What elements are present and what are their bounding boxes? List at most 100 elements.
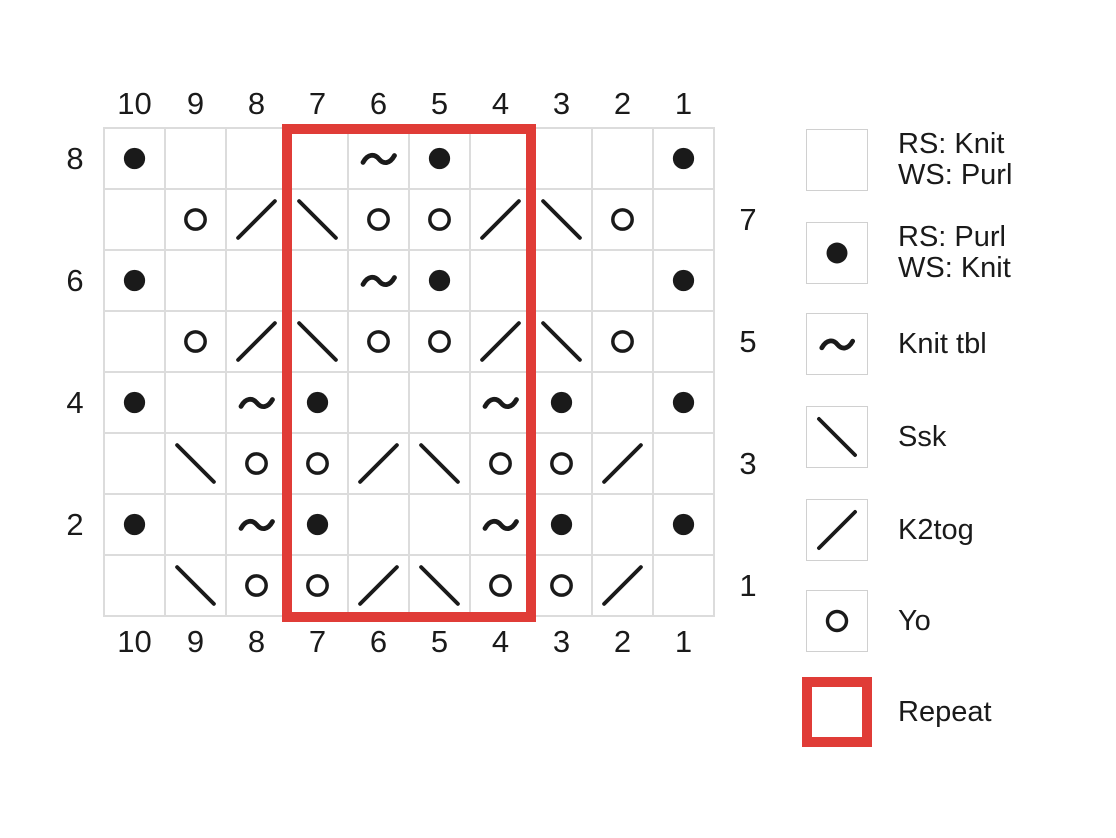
column-number: 4 bbox=[491, 86, 510, 121]
stitch-cell bbox=[349, 495, 408, 554]
column-number: 10 bbox=[117, 624, 152, 659]
stitch-cell bbox=[654, 312, 713, 371]
row-number: 2 bbox=[66, 507, 84, 542]
ssk-icon bbox=[541, 321, 582, 362]
stitch-cell bbox=[471, 190, 530, 249]
ssk-icon bbox=[419, 565, 460, 606]
stitch-cell bbox=[532, 556, 591, 615]
purl-icon bbox=[306, 391, 329, 414]
legend-label-line: RS: Knit bbox=[898, 128, 1005, 160]
ssk-icon bbox=[419, 443, 460, 484]
stitch-cell bbox=[227, 190, 286, 249]
stitch-cell bbox=[349, 190, 408, 249]
ssk-icon bbox=[175, 565, 216, 606]
row-number: 8 bbox=[66, 141, 84, 176]
k2tog-icon bbox=[602, 443, 643, 484]
column-number: 3 bbox=[552, 624, 571, 659]
k2tog-icon bbox=[602, 565, 643, 606]
legend-label: Repeat bbox=[898, 695, 992, 728]
stitch-cell bbox=[410, 434, 469, 493]
knit-tbl-icon bbox=[238, 518, 275, 531]
legend-label: Ssk bbox=[898, 420, 947, 453]
stitch-cell bbox=[654, 129, 713, 188]
repeat-outline bbox=[282, 124, 536, 622]
legend-label-line: K2tog bbox=[898, 513, 974, 546]
stitch-cell bbox=[349, 556, 408, 615]
stitch-cell bbox=[654, 495, 713, 554]
stitch-cell bbox=[410, 251, 469, 310]
purl-icon bbox=[672, 391, 695, 414]
knit-tbl-icon bbox=[482, 396, 519, 409]
yo-icon bbox=[428, 330, 451, 353]
column-number: 7 bbox=[308, 624, 327, 659]
legend-label: Knit tbl bbox=[898, 327, 987, 360]
stitch-cell bbox=[288, 251, 347, 310]
yo-icon bbox=[489, 574, 512, 597]
yo-icon bbox=[825, 609, 849, 633]
row-number: 6 bbox=[66, 263, 84, 298]
yo-icon bbox=[306, 574, 329, 597]
stitch-cell bbox=[471, 495, 530, 554]
legend-label-line: Yo bbox=[898, 604, 931, 637]
knit-tbl-icon bbox=[360, 274, 397, 287]
ssk-icon bbox=[541, 199, 582, 240]
legend-label-line: Knit tbl bbox=[898, 327, 987, 360]
row-number: 7 bbox=[739, 202, 757, 237]
stitch-cell bbox=[105, 312, 164, 371]
purl-icon bbox=[123, 391, 146, 414]
column-number: 5 bbox=[430, 86, 449, 121]
stitch-cell bbox=[593, 495, 652, 554]
stitch-cell bbox=[227, 129, 286, 188]
stitch-cell bbox=[532, 373, 591, 432]
stitch-cell bbox=[593, 190, 652, 249]
stitch-cell bbox=[593, 312, 652, 371]
stitch-cell bbox=[227, 312, 286, 371]
stitch-cell bbox=[105, 556, 164, 615]
legend-label: K2tog bbox=[898, 513, 974, 546]
ssk-icon bbox=[297, 321, 338, 362]
stitch-cell bbox=[288, 373, 347, 432]
yo-icon bbox=[428, 208, 451, 231]
stitch-cell bbox=[349, 312, 408, 371]
knit-tbl-icon bbox=[238, 396, 275, 409]
stitch-cell bbox=[227, 373, 286, 432]
knit-tbl-icon bbox=[819, 338, 856, 351]
legend-swatch-repeat bbox=[802, 677, 872, 747]
knit-tbl-icon bbox=[360, 152, 397, 165]
stitch-cell bbox=[410, 556, 469, 615]
stitch-cell bbox=[166, 129, 225, 188]
ssk-icon bbox=[175, 443, 216, 484]
yo-icon bbox=[184, 330, 207, 353]
stitch-cell bbox=[471, 251, 530, 310]
column-number: 6 bbox=[369, 86, 388, 121]
purl-icon bbox=[428, 269, 451, 292]
legend-swatch-ssk bbox=[806, 406, 868, 468]
yo-icon bbox=[245, 452, 268, 475]
column-number: 7 bbox=[308, 86, 327, 121]
purl-icon bbox=[123, 513, 146, 536]
stitch-cell bbox=[410, 129, 469, 188]
legend-label-line: Ssk bbox=[898, 420, 947, 453]
stitch-cell bbox=[105, 434, 164, 493]
stitch-cell bbox=[410, 495, 469, 554]
purl-icon bbox=[123, 269, 146, 292]
stitch-cell bbox=[532, 312, 591, 371]
stitch-cell bbox=[227, 556, 286, 615]
stitch-cell bbox=[105, 251, 164, 310]
stitch-cell bbox=[166, 251, 225, 310]
column-number: 1 bbox=[674, 86, 693, 121]
column-number: 3 bbox=[552, 86, 571, 121]
purl-icon bbox=[550, 513, 573, 536]
yo-icon bbox=[611, 330, 634, 353]
yo-icon bbox=[306, 452, 329, 475]
knit-tbl-icon bbox=[482, 518, 519, 531]
legend-label-line: Repeat bbox=[898, 695, 992, 728]
stitch-cell bbox=[532, 251, 591, 310]
yo-icon bbox=[367, 208, 390, 231]
k2tog-icon bbox=[236, 199, 277, 240]
stitch-cell bbox=[166, 556, 225, 615]
stitch-cell bbox=[471, 373, 530, 432]
stitch-cell bbox=[288, 556, 347, 615]
stitch-cell bbox=[349, 434, 408, 493]
